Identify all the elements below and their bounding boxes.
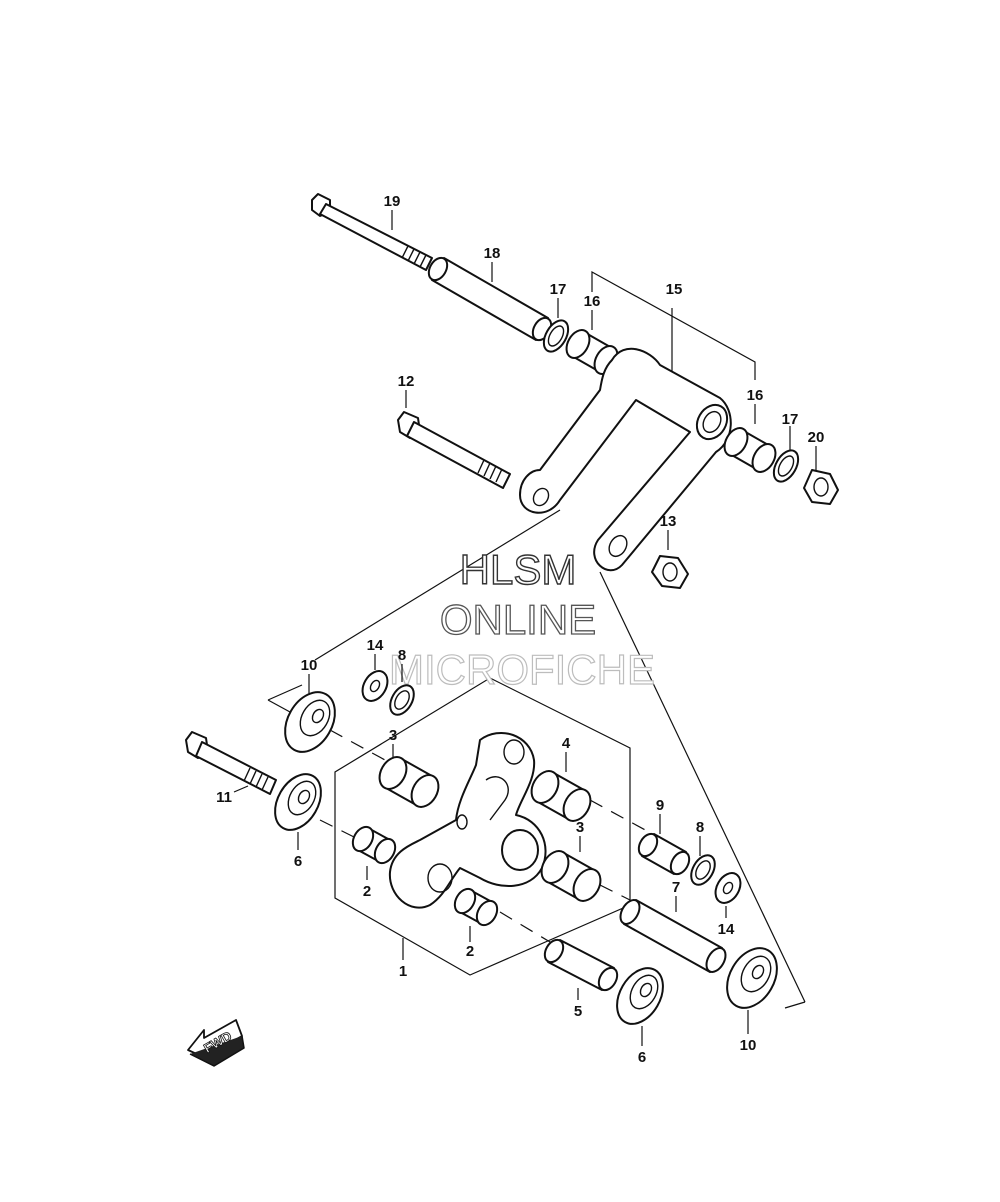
part-8-seal-left	[389, 684, 415, 716]
callout-6-right: 6	[638, 1049, 646, 1066]
part-8-seal-right	[690, 854, 716, 886]
callout-2-left: 2	[363, 883, 371, 900]
group-outlines	[267, 270, 806, 1009]
callout-9: 9	[656, 797, 664, 814]
part-12-bolt	[397, 411, 511, 489]
watermark-line1: HLSM	[460, 546, 577, 593]
axis-e	[499, 911, 556, 946]
callout-10-right: 10	[740, 1037, 757, 1054]
watermark-line2: ONLINE	[440, 596, 596, 643]
guide-right	[599, 571, 806, 1003]
part-10-washer-left	[284, 691, 336, 753]
callout-11: 11	[216, 789, 232, 806]
part-15-cushion-rod	[519, 347, 732, 572]
axis-c	[589, 799, 661, 839]
callout-14-left: 14	[367, 637, 384, 654]
part-17-seal-upper	[542, 319, 570, 353]
part-6-washer-right	[616, 967, 664, 1025]
part-9-collar	[637, 832, 691, 876]
callout-6-left: 6	[294, 853, 302, 870]
watermark-line3: MICROFICHE	[389, 646, 655, 693]
guide-left	[314, 509, 561, 661]
part-17-seal-lower	[772, 449, 800, 483]
axis-a	[329, 729, 386, 761]
callout-7: 7	[672, 879, 680, 896]
guide-right-b	[784, 1001, 806, 1009]
part-3-bearing-left	[378, 756, 440, 808]
callout-8-right: 8	[696, 819, 704, 836]
part-14-spacer-left	[361, 670, 389, 702]
part-3-bearing-right	[540, 850, 602, 902]
fwd-arrow-icon: FWD	[187, 1019, 245, 1067]
part-10-washer-right	[726, 947, 778, 1009]
part-2-bearing-left	[351, 825, 397, 865]
watermark: HLSM ONLINE MICROFICHE	[388, 545, 655, 693]
callout-16-upper: 16	[584, 293, 601, 310]
callout-16-lower: 16	[747, 387, 764, 404]
callout-2-lower: 2	[466, 943, 474, 960]
part-6-washer-left	[274, 773, 322, 831]
callout-8-left: 8	[398, 647, 406, 664]
part-13-nut	[651, 555, 689, 589]
callout-19: 19	[384, 193, 401, 210]
part-11-bolt	[185, 731, 277, 795]
callout-17-lower: 17	[782, 411, 799, 428]
callout-leaders	[233, 210, 817, 1046]
callout-3-right: 3	[576, 819, 584, 836]
callout-18: 18	[484, 245, 501, 262]
part-4-bearing	[530, 770, 592, 822]
callout-20: 20	[808, 429, 825, 446]
callout-14-right: 14	[718, 921, 735, 938]
callout-10-left: 10	[301, 657, 318, 674]
part-2-bearing-lower	[453, 887, 499, 927]
callout-15: 15	[666, 281, 683, 298]
callout-12: 12	[398, 373, 415, 390]
bracket-15	[591, 270, 756, 380]
part-16-bearing-lower	[723, 427, 777, 473]
part-20-nut	[803, 469, 839, 505]
part-19-bolt	[311, 193, 433, 271]
guide-left-b	[267, 684, 303, 701]
part-14-spacer-right	[714, 872, 742, 904]
callout-5: 5	[574, 1003, 582, 1020]
part-7-collar	[619, 899, 727, 973]
hexagon-1	[334, 677, 631, 976]
callout-17-upper: 17	[550, 281, 567, 298]
callouts: 19 18 17 16 15 16 17 20 12 13 10 14 8 3 …	[216, 193, 824, 1066]
callout-13: 13	[660, 513, 677, 530]
part-18-collar	[427, 256, 553, 342]
part-5-collar	[543, 938, 619, 992]
guide-left-c	[267, 699, 291, 713]
callout-4: 4	[562, 735, 571, 752]
callout-3-left: 3	[389, 727, 397, 744]
part-1-cushion-lever	[388, 731, 547, 909]
callout-1: 1	[399, 963, 407, 980]
